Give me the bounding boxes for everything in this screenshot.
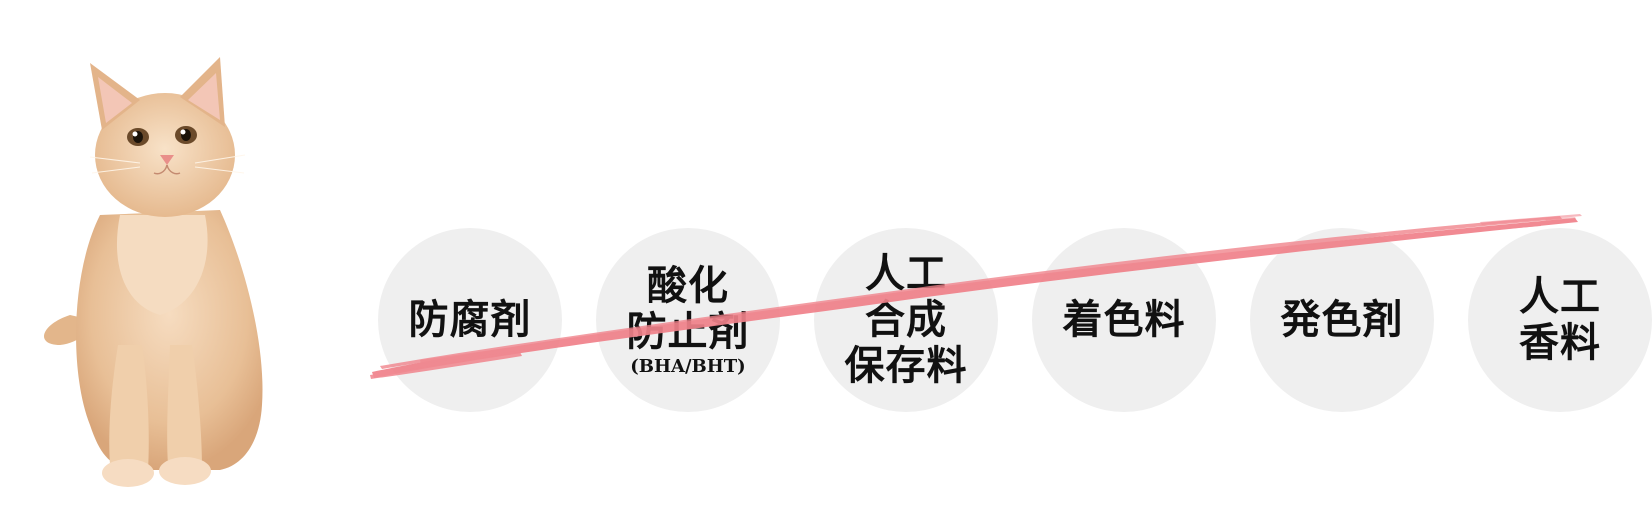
additive-label-line: 発色剤 bbox=[1280, 296, 1404, 343]
additive-circle-coloring: 着色料 bbox=[1032, 228, 1216, 412]
additive-label-line: 保存料 bbox=[844, 342, 968, 389]
additive-label-line: 防腐剤 bbox=[408, 296, 532, 343]
kitten-photo bbox=[43, 57, 263, 487]
additive-circle-artificial-flavor: 人工 香料 bbox=[1468, 228, 1652, 412]
additive-circle-color-fixative: 発色剤 bbox=[1250, 228, 1434, 412]
additive-circle-preservative: 防腐剤 bbox=[378, 228, 562, 412]
additive-circle-synthetic-preservative: 人工 合成 保存料 bbox=[814, 228, 998, 412]
additive-label-line: 合成 bbox=[865, 296, 947, 343]
additive-label-line: 人工 bbox=[865, 250, 947, 297]
additive-label-line: 酸化 bbox=[647, 262, 729, 309]
additive-label-line: 人工 bbox=[1519, 273, 1601, 320]
additive-label-line: 防止剤 bbox=[626, 308, 750, 355]
additive-sub-label: (BHA/BHT) bbox=[630, 356, 746, 377]
additive-label-line: 香料 bbox=[1519, 319, 1601, 366]
additive-label-line: 着色料 bbox=[1062, 296, 1186, 343]
additive-circle-antioxidant: 酸化 防止剤 (BHA/BHT) bbox=[596, 228, 780, 412]
